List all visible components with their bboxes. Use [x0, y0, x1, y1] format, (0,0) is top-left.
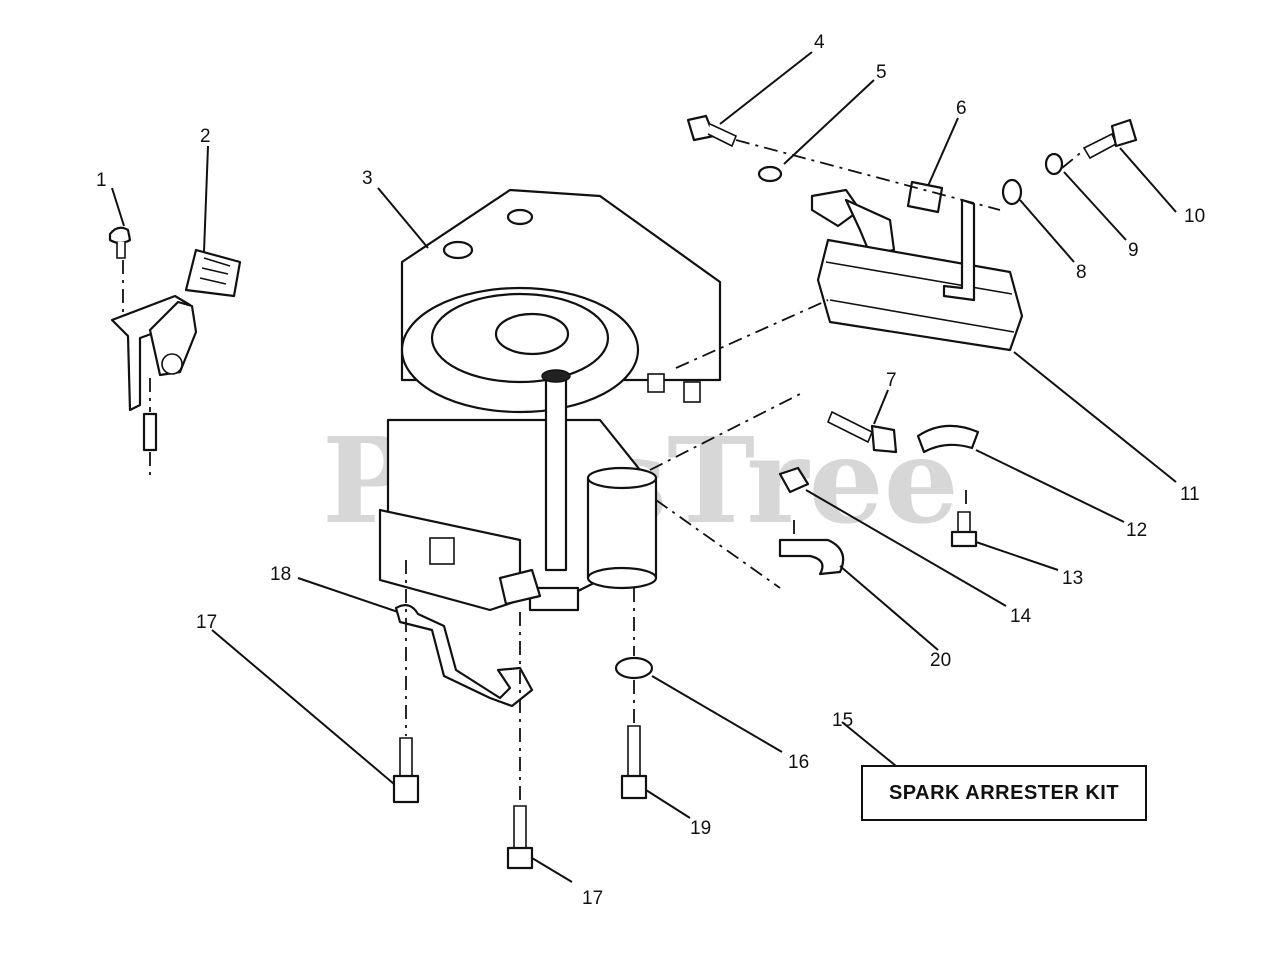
- callout-9: 9: [1128, 240, 1139, 261]
- callout-4: 4: [814, 32, 825, 53]
- callout-20: 20: [930, 650, 951, 671]
- callout-5: 5: [876, 62, 887, 83]
- muffler-bolt-and-brackets[interactable]: [649, 393, 980, 589]
- callout-10: 10: [1184, 206, 1205, 227]
- callout-leader-lines: [111, 51, 1177, 883]
- muffler-mounting-hardware[interactable]: [686, 114, 1138, 256]
- callout-15: 15: [832, 710, 853, 731]
- callout-16: 16: [788, 752, 809, 773]
- callout-13: 13: [1062, 568, 1083, 589]
- callout-18: 18: [270, 564, 291, 585]
- callout-8: 8: [1076, 262, 1087, 283]
- callout-17-left: 17: [196, 612, 217, 633]
- callout-12: 12: [1126, 520, 1147, 541]
- callout-17-bottom: 17: [582, 888, 603, 909]
- callout-1: 1: [96, 170, 107, 191]
- callout-3: 3: [362, 168, 373, 189]
- callout-7: 7: [886, 370, 897, 391]
- callout-2: 2: [200, 126, 211, 147]
- engine-mounting-fasteners[interactable]: [392, 560, 654, 870]
- callout-6: 6: [956, 98, 967, 119]
- spark-arrester-kit-label[interactable]: SPARK ARRESTER KIT: [861, 765, 1147, 821]
- engine-block[interactable]: [378, 188, 722, 612]
- throttle-control-bracket[interactable]: [108, 226, 242, 478]
- callout-14: 14: [1010, 606, 1032, 627]
- callout-19: 19: [690, 818, 711, 839]
- callout-11: 11: [1180, 484, 1200, 505]
- muffler[interactable]: [675, 198, 1024, 369]
- callout-numbers: 1 2 3 4 5 6 7 8 9 10 11 12 13 14 15 16 1…: [96, 32, 1205, 909]
